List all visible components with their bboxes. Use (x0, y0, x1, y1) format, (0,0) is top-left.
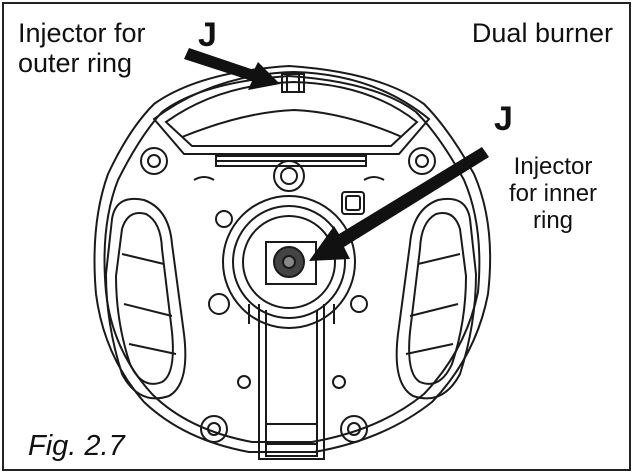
igniter-square (341, 191, 365, 215)
inner-injector-label: Injector for inner ring (509, 153, 598, 235)
figure-number: Fig. 2.7 (28, 430, 125, 462)
outer-injector-chamber (152, 70, 431, 155)
outer-injector-chamber-inner (164, 80, 419, 147)
burner-body-outline (93, 64, 492, 453)
outer-injector-label-line2: outer ring (18, 48, 133, 79)
screw-boss-bottom-left (200, 415, 228, 443)
outer-injector-label-line1: Injector for (18, 18, 146, 48)
arrow-inner-injector (309, 147, 489, 261)
inner-ring-outer-circle (222, 195, 356, 329)
left-slot-inner (114, 212, 174, 385)
outer-injector (281, 73, 305, 93)
burner-diagram (93, 48, 492, 460)
chamber-crescent (181, 108, 403, 138)
screw-boss-top-left (140, 147, 168, 175)
inner-injector-marker: J (494, 100, 513, 138)
gas-inlet-channel (258, 304, 325, 460)
left-slot-outer (104, 197, 187, 400)
outer-injector-marker: J (198, 16, 217, 54)
inner-ring-circle (232, 205, 346, 319)
screw-boss-bottom-right (340, 415, 368, 443)
arrow-outer-injector (184, 48, 280, 90)
right-slot-inner (408, 212, 468, 385)
thermocouple-left (273, 160, 305, 192)
inner-injector-housing (265, 241, 317, 285)
figure-title: Dual burner (471, 18, 613, 48)
inner-injector-label-line1: Injector (513, 153, 593, 180)
figure-frame: Injector for outer ring J Dual burner J … (2, 2, 631, 471)
right-slot-outer (395, 197, 478, 400)
burner-body-inner-outline (103, 74, 481, 443)
inner-injector-label-line3: ring (533, 206, 574, 234)
screw-boss-top-right (408, 147, 436, 175)
inner-injector-label-line2: for inner (509, 179, 598, 207)
outer-injector-label: Injector for outer ring (18, 18, 146, 78)
